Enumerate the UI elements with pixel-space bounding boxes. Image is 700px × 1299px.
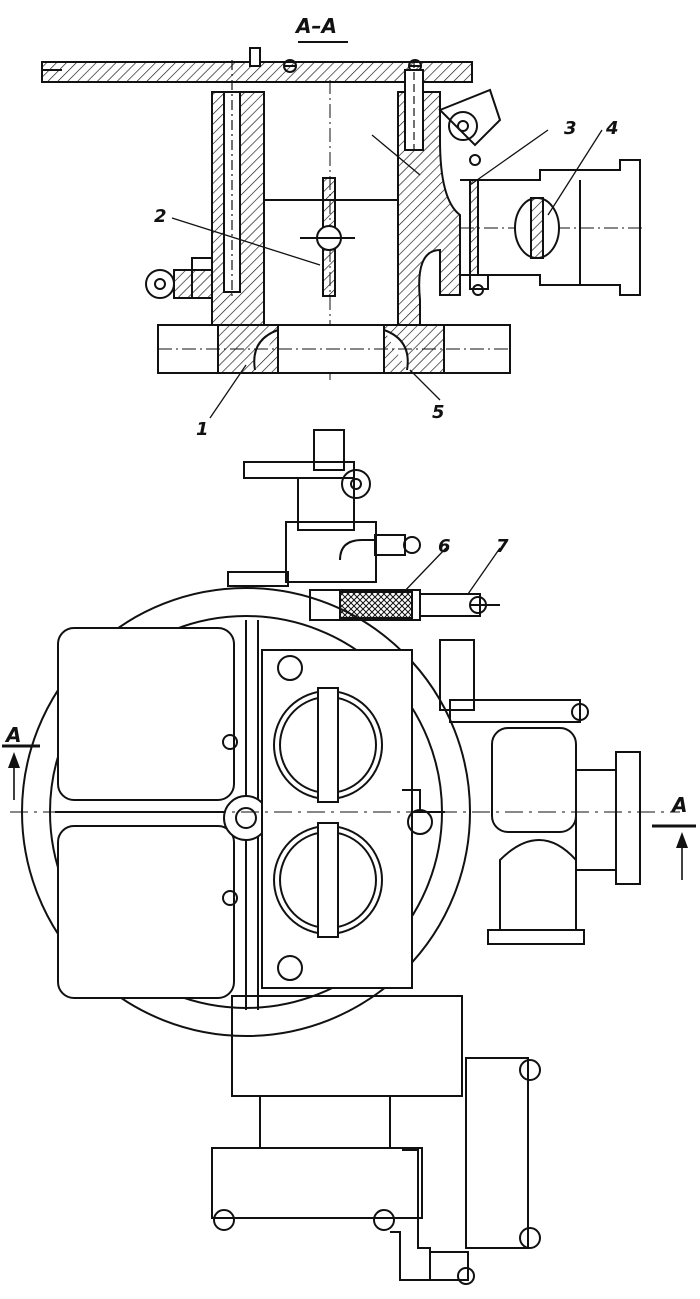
section-marker-left [2, 744, 40, 800]
section-label-right: A [670, 793, 687, 817]
plan-view [10, 429, 680, 1285]
plan-callouts [399, 547, 501, 597]
section-title: A–A [294, 14, 337, 38]
callout-3: 3 [564, 118, 577, 139]
callout-6: 6 [438, 536, 451, 557]
callout-2: 2 [154, 206, 167, 227]
section-marker-right [652, 824, 696, 880]
section-view-a-a: A–A [41, 14, 645, 380]
callout-5: 5 [432, 402, 445, 423]
section-label-left: A [4, 723, 21, 747]
section-callouts [171, 129, 603, 419]
callout-7: 7 [496, 536, 509, 557]
callout-4: 4 [605, 118, 619, 139]
callout-1: 1 [196, 419, 209, 440]
